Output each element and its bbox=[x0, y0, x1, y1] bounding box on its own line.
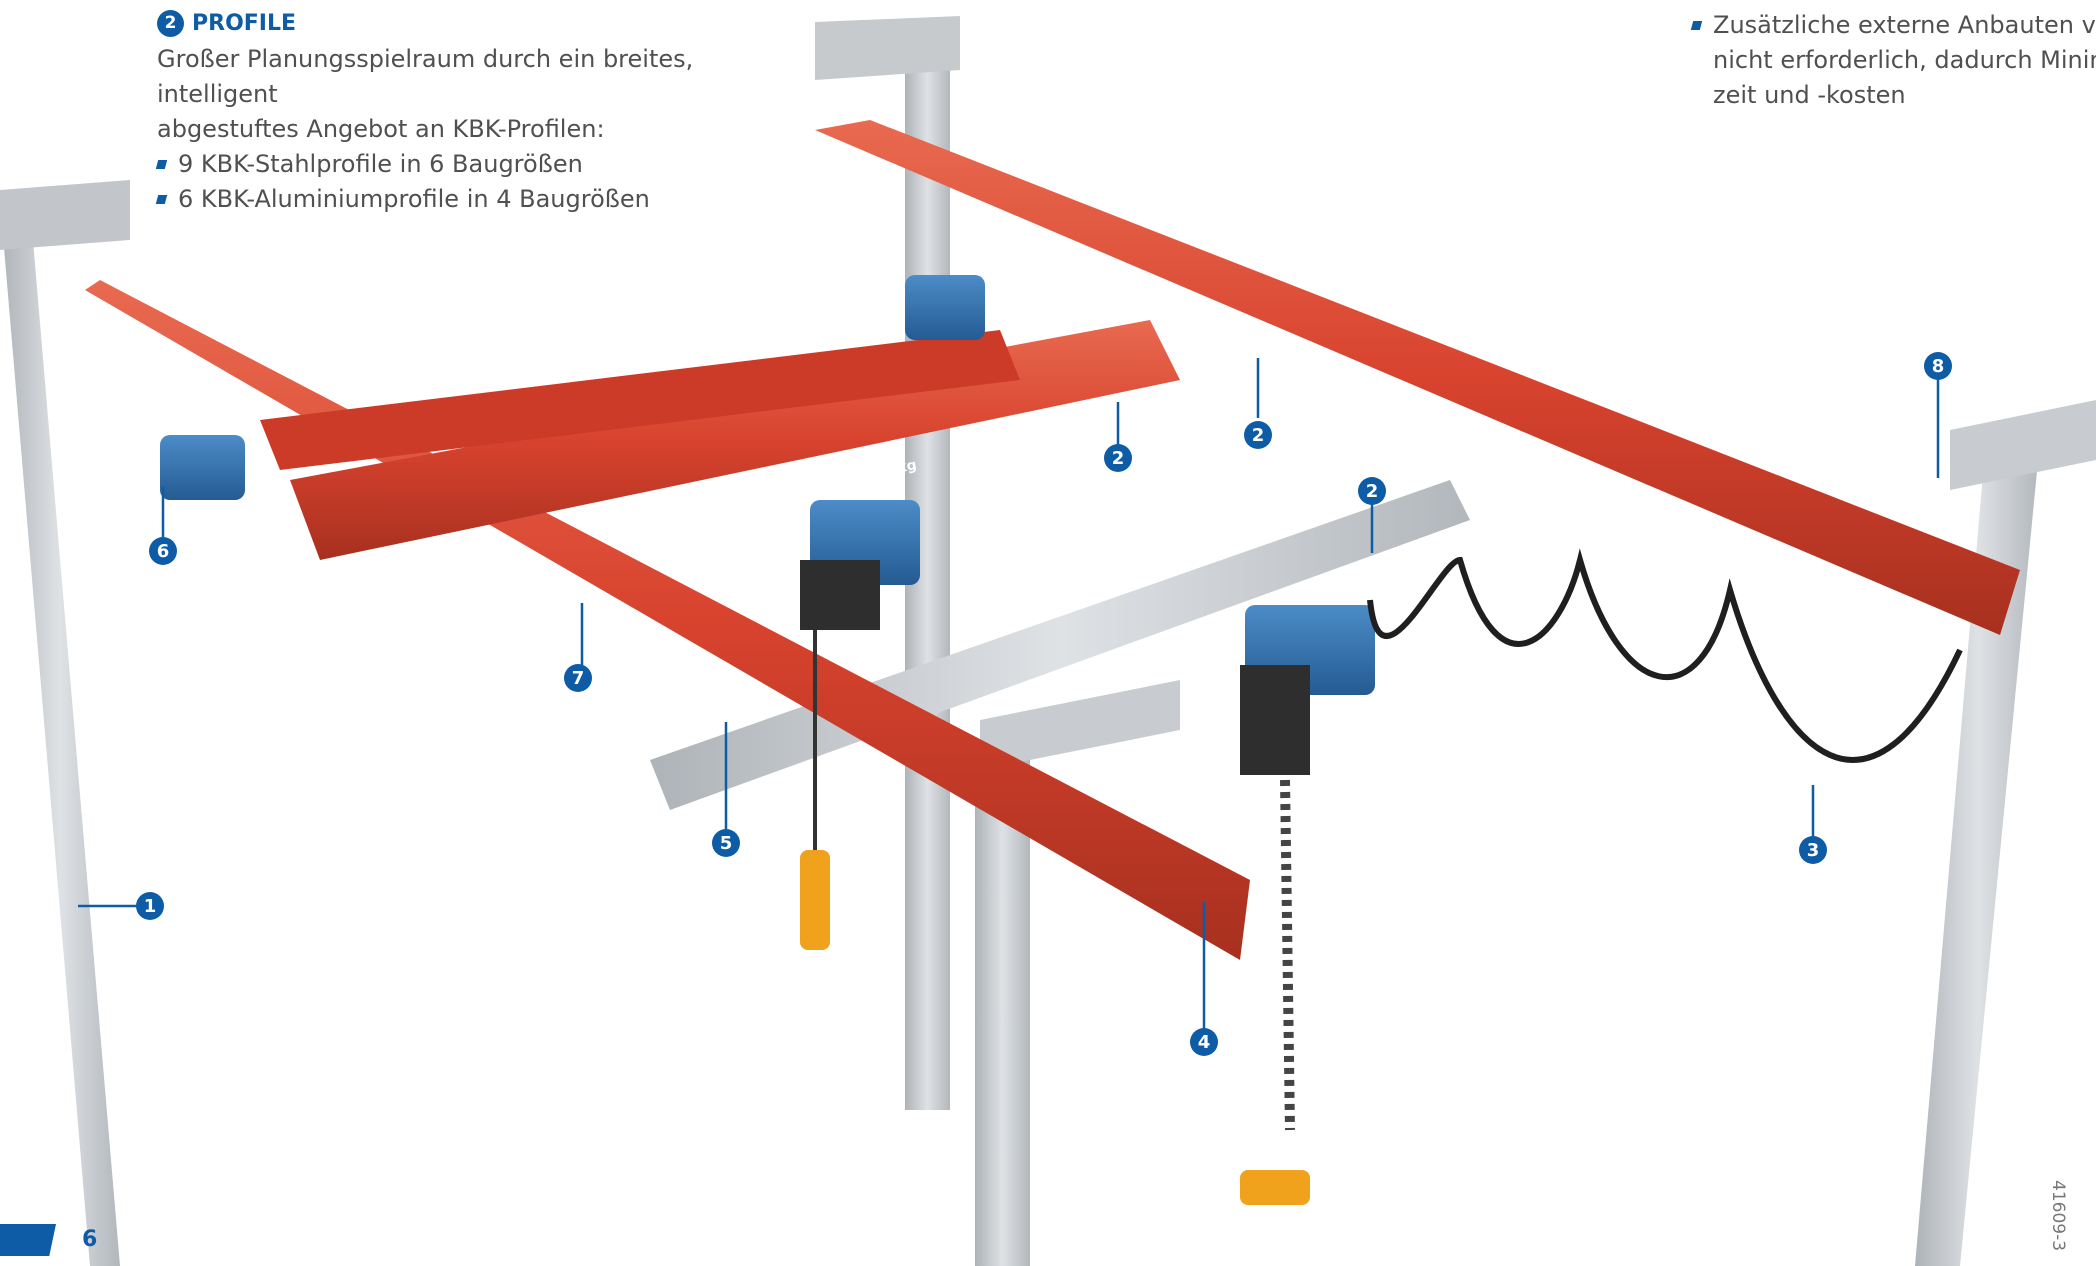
callout-2a: 2 bbox=[1104, 444, 1132, 472]
callout-7: 7 bbox=[564, 664, 592, 692]
svg-text:3: 3 bbox=[1807, 840, 1820, 861]
callout-markers: 1 2 2 2 3 4 5 6 7 8 bbox=[136, 352, 1952, 1056]
section-number-badge: 2 bbox=[157, 10, 184, 37]
profile-bullet-steel-text: 9 KBK-Stahlprofile in 6 Baugrößen bbox=[178, 150, 583, 178]
profile-intro-line-2: abgestuftes Angebot an KBK-Profilen: bbox=[157, 115, 605, 143]
brand-label: DEMAG bbox=[783, 473, 842, 499]
page-number: 6 bbox=[82, 1227, 98, 1252]
bullet-square-icon bbox=[155, 195, 168, 204]
svg-text:2: 2 bbox=[1252, 425, 1265, 446]
bullet-square-icon bbox=[155, 160, 168, 169]
callout-2b: 2 bbox=[1244, 421, 1272, 449]
profile-heading: 2 PROFILE bbox=[157, 6, 797, 41]
extern-line-2: nicht erforderlich, dadurch Minim bbox=[1713, 46, 2096, 74]
svg-text:1: 1 bbox=[144, 896, 157, 917]
red-rails bbox=[85, 120, 2020, 960]
callout-8: 8 bbox=[1924, 352, 1952, 380]
profile-bullet-aluminium-text: 6 KBK-Aluminiumprofile in 4 Baugrößen bbox=[178, 185, 650, 213]
profile-section: 2 PROFILE Großer Planungsspielraum durch… bbox=[155, 6, 797, 217]
profile-bullet-aluminium: 6 KBK-Aluminiumprofile in 4 Baugrößen bbox=[155, 182, 797, 217]
bullet-square-icon bbox=[1690, 21, 1703, 30]
svg-text:8: 8 bbox=[1932, 356, 1945, 377]
profile-heading-text: PROFILE bbox=[192, 11, 297, 36]
festoon-cable bbox=[1367, 548, 1963, 763]
image-code: 41609-3 bbox=[2048, 1180, 2068, 1252]
svg-text:6: 6 bbox=[157, 541, 170, 562]
callout-2c: 2 bbox=[1358, 477, 1386, 505]
callout-5: 5 bbox=[712, 829, 740, 857]
extern-line-1: Zusätzliche externe Anbauten vor bbox=[1713, 11, 2096, 39]
svg-text:2: 2 bbox=[1366, 481, 1379, 502]
callout-6: 6 bbox=[149, 537, 177, 565]
hoist-units bbox=[160, 275, 1375, 1205]
svg-text:5: 5 bbox=[720, 833, 733, 854]
extern-section: Zusätzliche externe Anbauten vor nicht e… bbox=[1690, 8, 2096, 113]
svg-text:2: 2 bbox=[1112, 448, 1125, 469]
svg-text:4: 4 bbox=[1198, 1032, 1211, 1053]
profile-bullet-steel: 9 KBK-Stahlprofile in 6 Baugrößen bbox=[155, 147, 797, 182]
profile-intro-line-1: Großer Planungsspielraum durch ein breit… bbox=[157, 45, 694, 108]
callout-1: 1 bbox=[136, 892, 164, 920]
callout-3: 3 bbox=[1799, 836, 1827, 864]
extern-bullet: Zusätzliche externe Anbauten vor bbox=[1690, 8, 2096, 43]
extern-line-3: zeit und -kosten bbox=[1713, 81, 1906, 109]
callout-4: 4 bbox=[1190, 1028, 1218, 1056]
svg-text:7: 7 bbox=[572, 668, 585, 689]
page-number-bar bbox=[0, 1224, 56, 1256]
